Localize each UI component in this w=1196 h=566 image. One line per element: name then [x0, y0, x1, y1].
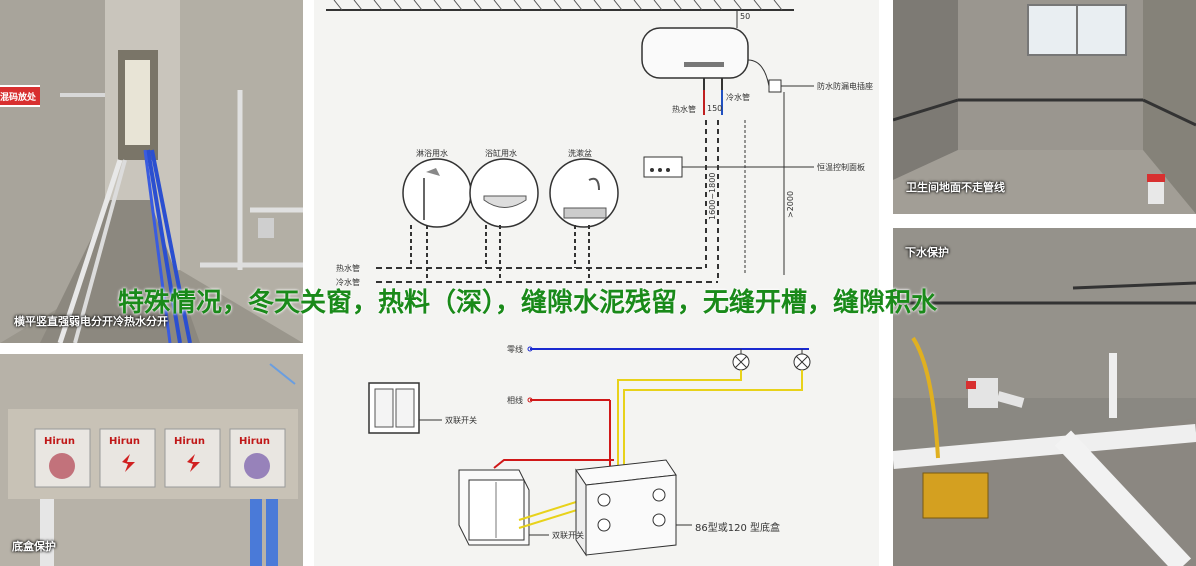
photo-label-boxes: 底盒保护 [12, 540, 56, 553]
dim-top: 50 [740, 12, 751, 21]
bathroom-image [893, 0, 1196, 214]
label-dim-height: 1600~1800 [708, 172, 717, 220]
box-brand-1: Hirun [44, 436, 75, 447]
label-thermostat: 恒温控制面板 [817, 163, 865, 172]
sign-text: 混码放处 [0, 93, 37, 103]
label-cold-pipe-heater: 冷水管 [726, 93, 750, 102]
photo-label-bathroom: 卫生间地面不走管线 [906, 181, 1005, 194]
label-switch-3d: 双联开关 [552, 531, 584, 540]
label-dim-150: 150 [707, 104, 723, 113]
label-fixture-shower: 淋浴用水 [416, 149, 448, 158]
photo-drain: 下水保护 [893, 228, 1196, 566]
label-base-box: 86型或120 型底盒 [695, 523, 780, 534]
label-pipe-cold: 冷水管 [336, 278, 360, 287]
photo-boxes: Hirun Hirun Hirun Hirun 底盒保护 [0, 354, 303, 566]
photo-bathroom: 卫生间地面不走管线 [893, 0, 1196, 214]
box-brand-4: Hirun [239, 436, 270, 447]
overlay-annotation: 特殊情况，冬天关窗，热料（深），缝隙水泥残留，无缝开槽，缝隙积水 [118, 288, 938, 318]
label-fixture-basin: 洗漱盆 [568, 149, 592, 158]
photo-label-corridor: 横平竖直强弱电分开冷热水分开 [14, 315, 168, 328]
label-hot-pipe-heater: 热水管 [672, 105, 696, 114]
photo-label-drain: 下水保护 [905, 246, 949, 259]
label-wire-neutral: 零线 [507, 345, 523, 354]
label-wire-live: 相线 [507, 396, 523, 405]
installation-diagram: 50 热水管 冷水管 150 防水防漏电插座 恒温控制面板 淋浴用水 浴缸用水 … [314, 0, 879, 566]
label-fixture-bathtub: 浴缸用水 [485, 149, 517, 158]
label-leak-protector: 防水防漏电插座 [817, 82, 873, 91]
label-dim-over: >2000 [786, 190, 795, 218]
boxes-image [0, 354, 303, 566]
photo-corridor: 混码放处 横平竖直强弱电分开冷热水分开 [0, 0, 303, 343]
diagram-drawing [326, 0, 814, 557]
box-brand-2: Hirun [109, 436, 140, 447]
corridor-image [0, 0, 303, 343]
label-switch-symbol: 双联开关 [445, 416, 477, 425]
drain-image [893, 228, 1196, 566]
label-pipe-hot: 热水管 [336, 264, 360, 273]
box-brand-3: Hirun [174, 436, 205, 447]
